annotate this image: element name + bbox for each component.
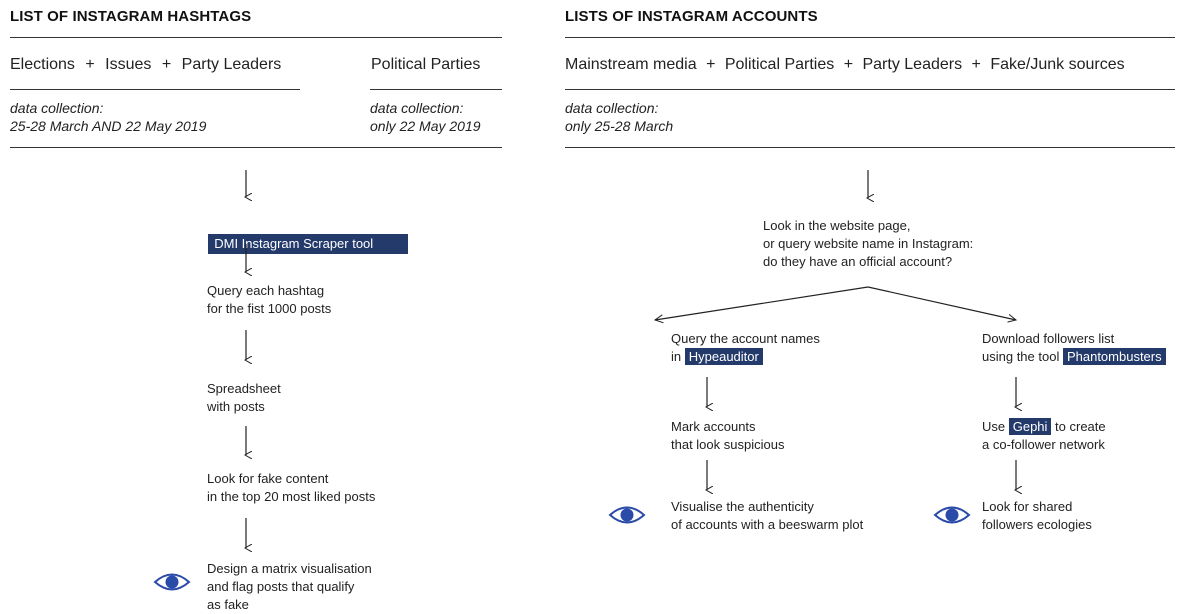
plus-sign: + <box>706 56 716 73</box>
phantombusters-tool: Phantombusters <box>1062 348 1166 365</box>
divider <box>10 89 300 90</box>
step-spreadsheet: Spreadsheet with posts <box>207 381 281 414</box>
step-look-shared: Look for shared followers ecologies <box>982 499 1092 532</box>
plus-sign: + <box>85 56 95 73</box>
branch-arrow-right <box>867 286 1016 320</box>
category-elections: Elections <box>10 56 75 73</box>
account-categories: Mainstream media + Political Parties + P… <box>565 56 1125 74</box>
divider <box>565 147 1175 148</box>
divider <box>565 89 1175 90</box>
step-download-text: Download followers list using the tool <box>982 331 1115 364</box>
step-design-matrix: Design a matrix visualisation and flag p… <box>207 561 372 612</box>
step-download-followers: Download followers list using the tool P… <box>982 330 1166 366</box>
category-political-parties: Political Parties <box>724 56 835 73</box>
eye-icon <box>933 506 971 524</box>
eye-icon <box>608 506 646 524</box>
step-visualise-beeswarm: Visualise the authenticity of accounts w… <box>671 499 864 532</box>
step-query-hashtag: Query each hashtag for the fist 1000 pos… <box>207 283 332 316</box>
collection-dates-accounts: data collection: only 25-28 March <box>565 100 674 134</box>
collection-dates-b: data collection: only 22 May 2019 <box>370 100 481 134</box>
divider <box>10 37 502 38</box>
hashtag-categories: Elections + Issues + Party Leaders <box>10 56 281 74</box>
dmi-scraper-tool: DMI Instagram Scraper tool <box>208 234 409 254</box>
step-query-accounts-text: Query the account names in <box>671 331 820 364</box>
category-fake-junk: Fake/Junk sources <box>990 56 1125 73</box>
plus-sign: + <box>161 56 172 73</box>
hypeauditor-tool: Hypeauditor <box>684 348 763 365</box>
step-mark-accounts: Mark accounts that look suspicious <box>671 419 785 452</box>
plus-sign: + <box>843 56 854 73</box>
step-query-accounts: Query the account names in Hypeauditor <box>671 330 820 366</box>
tool-label: DMI Instagram Scraper tool <box>201 216 409 254</box>
category-party-leaders: Party Leaders <box>181 56 282 73</box>
divider <box>370 89 502 90</box>
use-text: Use <box>982 419 1009 434</box>
plus-sign: + <box>971 56 981 73</box>
gephi-tool: Gephi <box>1008 418 1052 435</box>
divider <box>565 37 1175 38</box>
step-look-fake: Look for fake content in the top 20 most… <box>207 471 376 504</box>
divider <box>10 147 502 148</box>
step-question: Look in the website page, or query websi… <box>763 218 974 269</box>
category-political-parties: Political Parties <box>371 56 481 73</box>
collection-dates-a: data collection: 25-28 March AND 22 May … <box>10 100 207 134</box>
step-use-gephi: Use Gephi to create a co-follower networ… <box>982 418 1106 454</box>
hashtags-heading: LIST OF INSTAGRAM HASHTAGS <box>10 8 252 25</box>
category-party-leaders: Party Leaders <box>862 56 963 73</box>
accounts-heading: LISTS OF INSTAGRAM ACCOUNTS <box>565 8 818 25</box>
category-mainstream-media: Mainstream media <box>565 56 697 73</box>
branch-arrow-left <box>655 286 869 320</box>
category-issues: Issues <box>105 56 152 73</box>
eye-icon <box>153 573 191 591</box>
use-suffix-text: to create a co-follower network <box>982 419 1106 452</box>
